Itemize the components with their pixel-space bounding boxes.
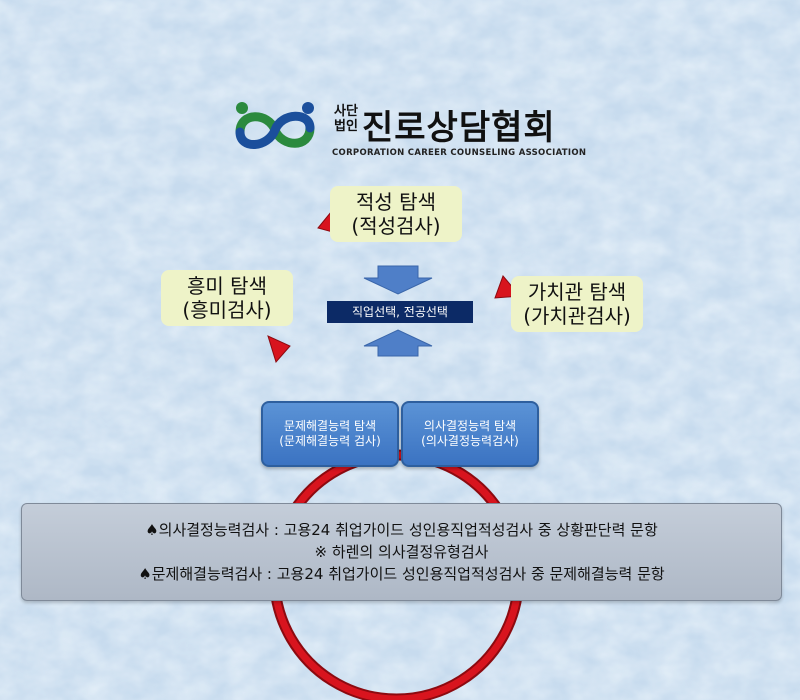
infinity-people-icon: [235, 102, 315, 149]
down-block-arrow: [363, 265, 433, 295]
aptitude-exploration-node: 적성 탐색 (적성검사): [330, 186, 462, 242]
cycle-arrowhead-left: [267, 335, 291, 364]
node-title: 적성 탐색: [356, 190, 436, 214]
node-title: 흥미 탐색: [187, 274, 267, 298]
note-problem-test: ♠문제해결능력검사 : 고용24 취업가이드 성인용직업적성검사 중 문제해결능…: [138, 565, 665, 583]
values-exploration-node: 가치관 탐색 (가치관검사): [511, 276, 643, 332]
note-harren-test: ※ 하렌의 의사결정유형검사: [314, 543, 489, 561]
note-decision-test: ♠의사결정능력검사 : 고용24 취업가이드 성인용직업적성검사 중 상황판단력…: [145, 521, 658, 539]
node-subtitle: (가치관검사): [523, 304, 631, 328]
up-block-arrow: [363, 329, 433, 357]
association-logo: 사단 법인 진로상담협회 CORPORATION CAREER COUNSELI…: [230, 98, 590, 164]
box-subtitle: (문제해결능력 검사): [279, 434, 381, 448]
logo-name: 진로상담협회: [362, 108, 556, 148]
box-subtitle: (의사결정능력검사): [421, 434, 519, 448]
node-title: 가치관 탐색: [527, 280, 627, 304]
decision-making-box: 의사결정능력 탐색 (의사결정능력검사): [401, 401, 539, 467]
box-title: 의사결정능력 탐색: [423, 419, 517, 433]
node-subtitle: (흥미검사): [182, 298, 272, 322]
logo-english-name: CORPORATION CAREER COUNSELING ASSOCIATIO…: [332, 148, 587, 158]
problem-solving-box: 문제해결능력 탐색 (문제해결능력 검사): [261, 401, 399, 467]
notes-panel: ♠의사결정능력검사 : 고용24 취업가이드 성인용직업적성검사 중 상황판단력…: [21, 503, 782, 601]
career-choice-label: 직업선택, 전공선택: [327, 301, 473, 323]
node-subtitle: (적성검사): [351, 214, 441, 238]
logo-legal-status: 사단 법인: [334, 104, 358, 134]
box-title: 문제해결능력 탐색: [283, 419, 377, 433]
interest-exploration-node: 흥미 탐색 (흥미검사): [161, 270, 293, 326]
